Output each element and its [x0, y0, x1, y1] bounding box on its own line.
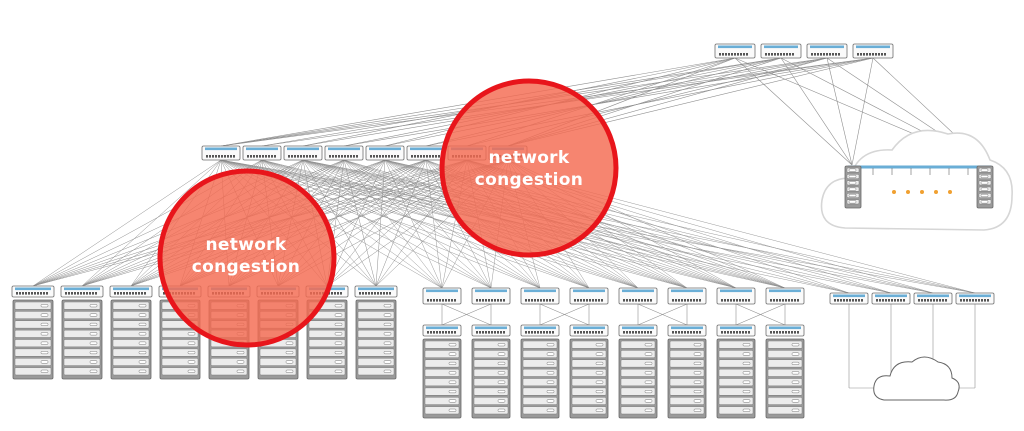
switch-icon	[569, 324, 609, 337]
switch-icon	[422, 324, 462, 337]
server-rack-icon	[765, 338, 805, 419]
switch-icon	[618, 324, 658, 337]
congestion-label-right-line2: congestion	[474, 170, 584, 190]
switch-icon	[913, 292, 953, 305]
mesh-line	[343, 159, 443, 289]
mesh-line	[384, 159, 492, 289]
switch-icon	[871, 292, 911, 305]
agg-line	[637, 303, 688, 326]
mesh-line	[302, 159, 976, 294]
server-rack-icon	[12, 299, 54, 380]
cloud-icon	[820, 129, 1013, 231]
switch-icon	[955, 292, 995, 305]
agg-line	[735, 303, 786, 326]
switch-icon	[324, 145, 364, 161]
server-rack-icon	[667, 338, 707, 419]
switch-icon	[354, 285, 398, 298]
server-rack-icon	[355, 299, 397, 380]
switch-icon	[714, 43, 756, 59]
mesh-line	[375, 159, 386, 287]
switch-icon	[11, 285, 55, 298]
switch-icon	[471, 287, 511, 305]
mesh-line	[425, 159, 443, 289]
mesh-line	[375, 159, 427, 287]
switch-icon	[716, 324, 756, 337]
server-rack-icon	[976, 165, 994, 209]
switch-icon	[667, 287, 707, 305]
congestion-circle-left	[157, 168, 337, 348]
switch-icon	[765, 324, 805, 337]
uplink-line	[780, 57, 853, 166]
server-rack-icon	[61, 299, 103, 380]
mesh-line	[302, 159, 934, 294]
uplink-line	[826, 57, 853, 166]
switch-icon	[406, 145, 446, 161]
congestion-label-right-line1: network	[488, 148, 570, 168]
cloud-icon	[873, 356, 960, 401]
external-cloud	[820, 129, 1013, 401]
mesh-line	[302, 159, 590, 289]
switch-icon	[109, 285, 153, 298]
switch-icon	[60, 285, 104, 298]
switch-icon	[283, 145, 323, 161]
mesh-line	[326, 159, 386, 287]
mesh-line	[32, 159, 222, 287]
uplink-line	[343, 57, 874, 147]
switch-icon	[422, 287, 462, 305]
mesh-line	[302, 159, 892, 294]
switch-icon	[806, 43, 848, 59]
switch-icon	[829, 292, 869, 305]
switch-icon	[765, 287, 805, 305]
ellipsis-dots-icon	[892, 190, 952, 194]
switch-icon	[852, 43, 894, 59]
server-rack-icon	[110, 299, 152, 380]
server-rack-icon	[618, 338, 658, 419]
mesh-line	[425, 159, 492, 289]
mesh-line	[343, 159, 492, 289]
switch-icon	[242, 145, 282, 161]
switch-icon	[471, 324, 511, 337]
congestion-callouts	[157, 78, 619, 348]
switch-icon	[520, 324, 560, 337]
server-rack-icon	[422, 338, 462, 419]
congestion-label-left-line2: congestion	[191, 257, 301, 277]
switch-icon	[569, 287, 609, 305]
uplink-line	[851, 57, 874, 166]
uplink-line	[734, 57, 853, 166]
switch-icon	[520, 287, 560, 305]
congestion-label-right: network congestion	[454, 147, 604, 191]
switch-icon	[365, 145, 405, 161]
mesh-line	[343, 159, 541, 289]
switch-icon	[618, 287, 658, 305]
mesh-line	[384, 159, 443, 289]
server-rack-icon	[569, 338, 609, 419]
server-rack-icon	[471, 338, 511, 419]
agg-line	[539, 303, 590, 326]
switch-icon	[201, 145, 241, 161]
congestion-label-left-line1: network	[205, 235, 287, 255]
server-rack-icon	[520, 338, 560, 419]
server-rack-icon	[306, 299, 348, 380]
server-rack-icon	[844, 165, 862, 209]
switch-icon	[716, 287, 756, 305]
congestion-circle-right	[439, 78, 619, 258]
switch-icon	[760, 43, 802, 59]
agg-line	[441, 303, 492, 326]
mesh-line	[343, 159, 377, 287]
congestion-label-left: network congestion	[171, 234, 321, 278]
switch-icon	[667, 324, 707, 337]
mesh-line	[302, 159, 443, 289]
server-rack-icon	[716, 338, 756, 419]
